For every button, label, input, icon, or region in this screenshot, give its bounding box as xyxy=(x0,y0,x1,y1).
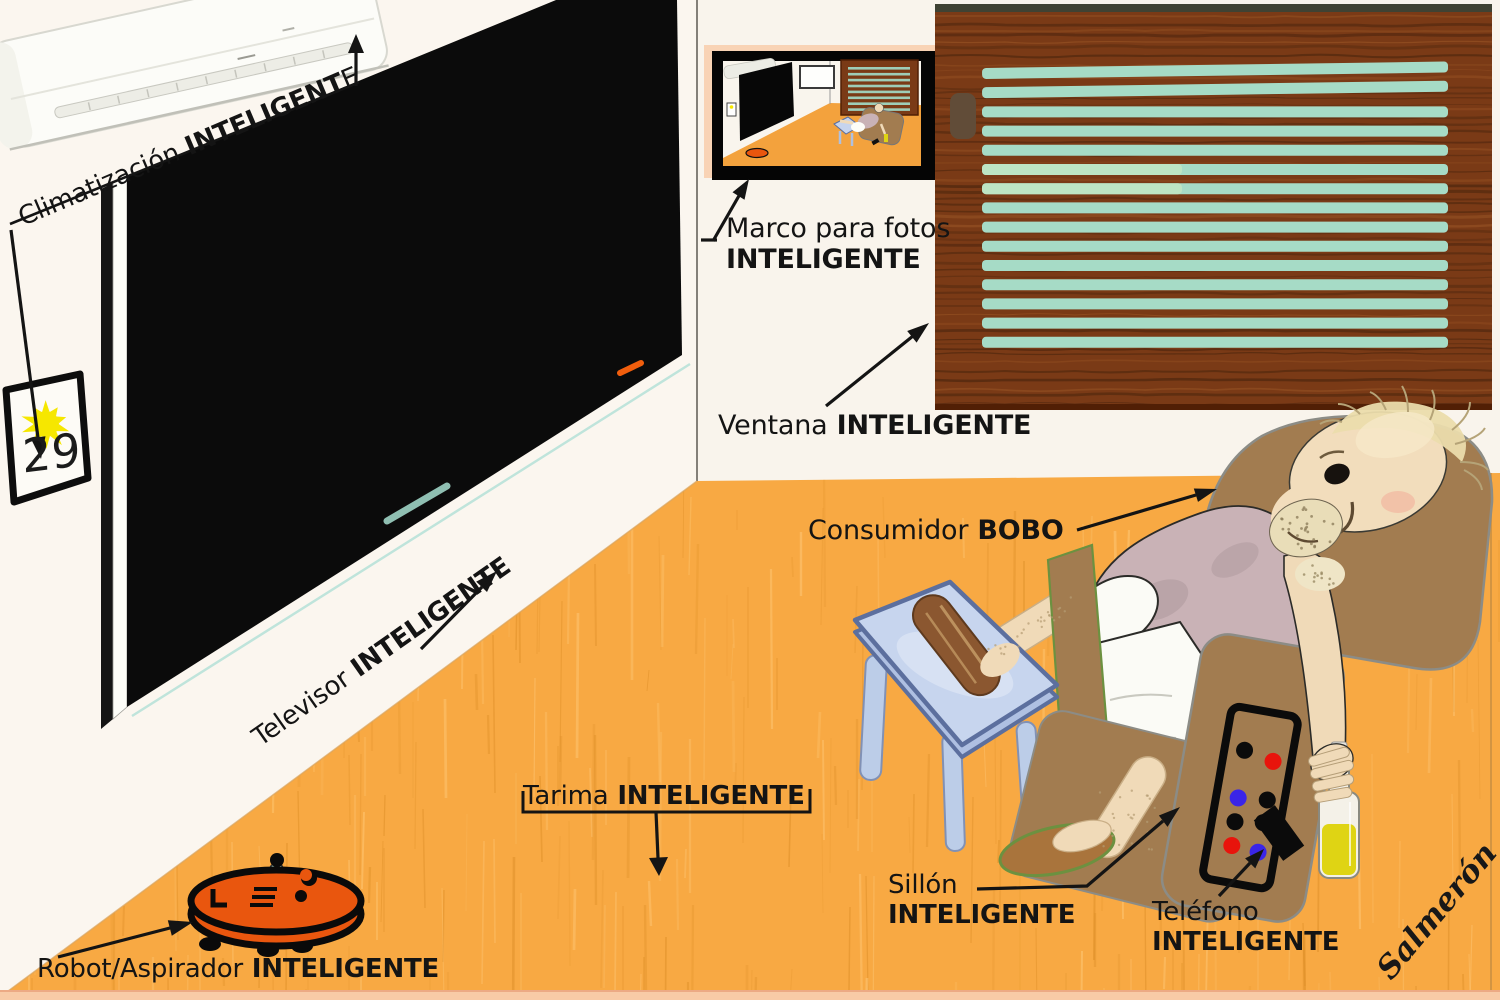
panel-button xyxy=(1223,837,1241,855)
arrow-icon xyxy=(348,34,364,86)
callout-arrows xyxy=(9,34,1264,959)
arrow-icon xyxy=(57,920,193,959)
air-conditioner xyxy=(0,0,389,151)
hand xyxy=(1308,743,1355,803)
arrow-icon xyxy=(9,229,46,459)
tarima-bracket xyxy=(521,789,812,814)
arrow-icon xyxy=(1076,488,1217,532)
arrow-icon xyxy=(976,807,1180,891)
cheek-blush xyxy=(1381,491,1415,513)
hair xyxy=(1332,401,1466,462)
robot-vacuum xyxy=(187,853,365,957)
tv-sheen xyxy=(383,482,451,525)
chest-hair xyxy=(1295,557,1345,591)
head xyxy=(1269,385,1489,591)
standing-leg xyxy=(998,756,1167,878)
mouth xyxy=(1287,531,1319,543)
arrow-icon xyxy=(824,323,929,408)
climatizacion-overline xyxy=(9,82,356,226)
panel-button xyxy=(1236,741,1254,759)
smart-phone xyxy=(1253,805,1305,861)
thermostat-temperature: 29 xyxy=(21,422,82,484)
arrow-icon xyxy=(701,179,749,242)
closed-eye xyxy=(1324,463,1350,485)
window-blinds xyxy=(982,61,1449,348)
arrow-icon xyxy=(419,571,497,651)
smart-window xyxy=(935,4,1492,410)
panel-button xyxy=(1264,752,1282,770)
photo-frame xyxy=(704,45,936,180)
panel-button xyxy=(1229,789,1247,807)
photo-frame-picture xyxy=(723,57,921,166)
panel-button xyxy=(1226,813,1244,831)
panel-button xyxy=(1258,791,1276,809)
smart-tv xyxy=(101,0,691,729)
bottom-strip xyxy=(0,990,1500,1000)
thermostat xyxy=(2,370,92,506)
window-knob xyxy=(950,93,976,139)
arrow-icon xyxy=(649,811,668,876)
raised-ankle xyxy=(980,642,1020,678)
tv-led xyxy=(617,360,644,376)
arrow-icon xyxy=(1217,849,1264,898)
